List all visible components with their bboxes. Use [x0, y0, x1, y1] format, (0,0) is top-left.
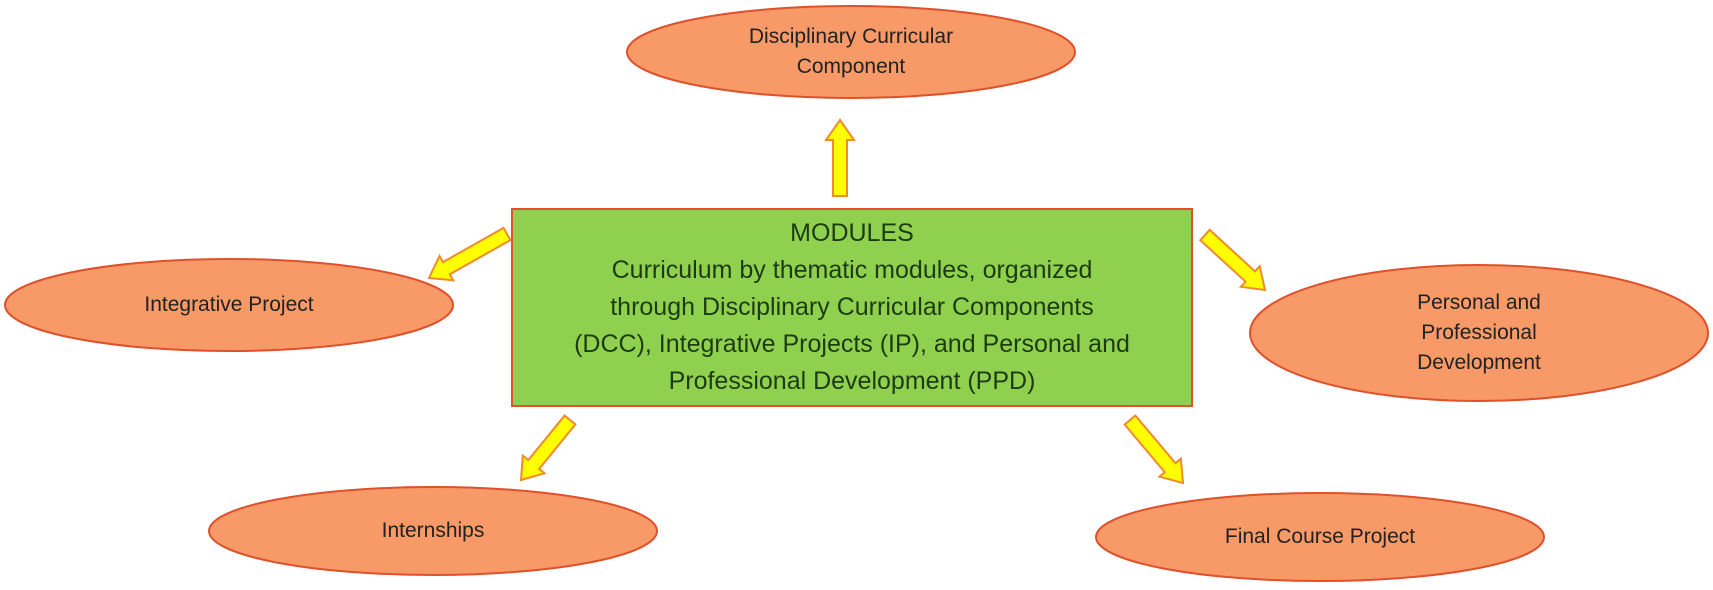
node-dcc: Disciplinary Curricular Component	[627, 6, 1075, 98]
node-ppd: Personal and Professional Development	[1250, 265, 1708, 401]
ellipse-ppd	[1249, 264, 1709, 402]
node-ppd-line: Development	[1417, 351, 1541, 374]
node-integrative-label: Integrative Project	[144, 293, 314, 316]
arrow-to-ppd-icon	[1198, 228, 1267, 292]
arrow-to-internships-icon	[519, 414, 577, 482]
node-dcc-line: Disciplinary Curricular	[748, 25, 954, 48]
node-final: Final Course Project	[1096, 493, 1544, 581]
node-final-label: Final Course Project	[1224, 525, 1416, 548]
arrow-to-final-icon	[1123, 414, 1185, 485]
node-internships-label: Internships	[381, 519, 485, 542]
node-integrative: Integrative Project	[5, 259, 453, 351]
node-ppd-line: Professional	[1421, 321, 1537, 344]
node-dcc-line: Component	[796, 55, 906, 78]
modules-title: MODULES	[790, 219, 914, 247]
arrow-to-dcc-icon	[824, 118, 856, 197]
ellipse-dcc	[626, 5, 1076, 99]
modules-line: Professional Development (PPD)	[668, 367, 1036, 395]
modules-line: (DCC), Integrative Projects (IP), and Pe…	[574, 330, 1130, 358]
modules-box: MODULES Curriculum by thematic modules, …	[511, 208, 1193, 407]
modules-line: Curriculum by thematic modules, organize…	[611, 256, 1093, 284]
arrow-to-integrative-icon	[427, 226, 512, 282]
ellipse-internships	[208, 486, 658, 576]
node-ppd-line: Personal and	[1417, 291, 1541, 314]
node-internships: Internships	[209, 487, 657, 575]
modules-line: through Disciplinary Curricular Componen…	[610, 293, 1094, 321]
ellipse-final	[1095, 492, 1545, 582]
ellipse-integrative	[4, 258, 454, 352]
